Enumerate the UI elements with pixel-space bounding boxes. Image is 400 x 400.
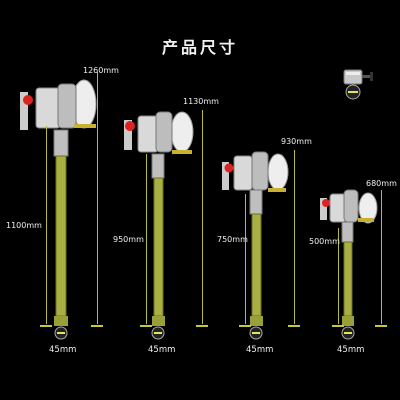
pump-1-total-height-label: 1260mm	[83, 66, 119, 75]
pump-1-tube-length-line	[46, 126, 47, 324]
pump-1-tube-length-label: 1100mm	[6, 221, 42, 230]
pump-3-tube-length-line	[245, 194, 246, 324]
pump-1-total-height-line	[97, 72, 98, 324]
pump-inlet-detail-image	[343, 69, 373, 100]
pump-3-tube-length-label: 750mm	[217, 235, 248, 244]
pump-3-bottom-mark	[239, 325, 251, 327]
pump-1-total-bottom-mark	[91, 325, 103, 327]
pump-1-diameter-label: 45mm	[49, 345, 77, 355]
pump-2-diameter-label: 45mm	[148, 345, 176, 355]
pump-3-diameter-label: 45mm	[246, 345, 274, 355]
pump-3-total-height-label: 930mm	[281, 137, 312, 146]
pump-3-total-height-line	[294, 150, 295, 324]
pump-2-bottom-mark	[140, 325, 152, 327]
pump-2-total-bottom-mark	[196, 325, 208, 327]
pump-4-total-height-label: 680mm	[366, 179, 397, 188]
pump-4-total-bottom-mark	[375, 325, 387, 327]
pump-4-tube-length-line	[338, 228, 339, 324]
pump-4-tube-length-label: 500mm	[309, 237, 340, 246]
pump-2-tube-length-label: 950mm	[113, 235, 144, 244]
pump-2-total-height-line	[202, 110, 203, 324]
pump-3-total-bottom-mark	[288, 325, 300, 327]
pump-4-total-height-line	[381, 190, 382, 324]
pump-4-bottom-mark	[332, 325, 344, 327]
pump-4-diameter-label: 45mm	[337, 345, 365, 355]
page-title: 产品尺寸	[161, 38, 238, 57]
pump-1-bottom-mark	[40, 325, 52, 327]
pump-2-total-height-label: 1130mm	[183, 97, 219, 106]
pump-2-tube-length-line	[146, 154, 147, 324]
